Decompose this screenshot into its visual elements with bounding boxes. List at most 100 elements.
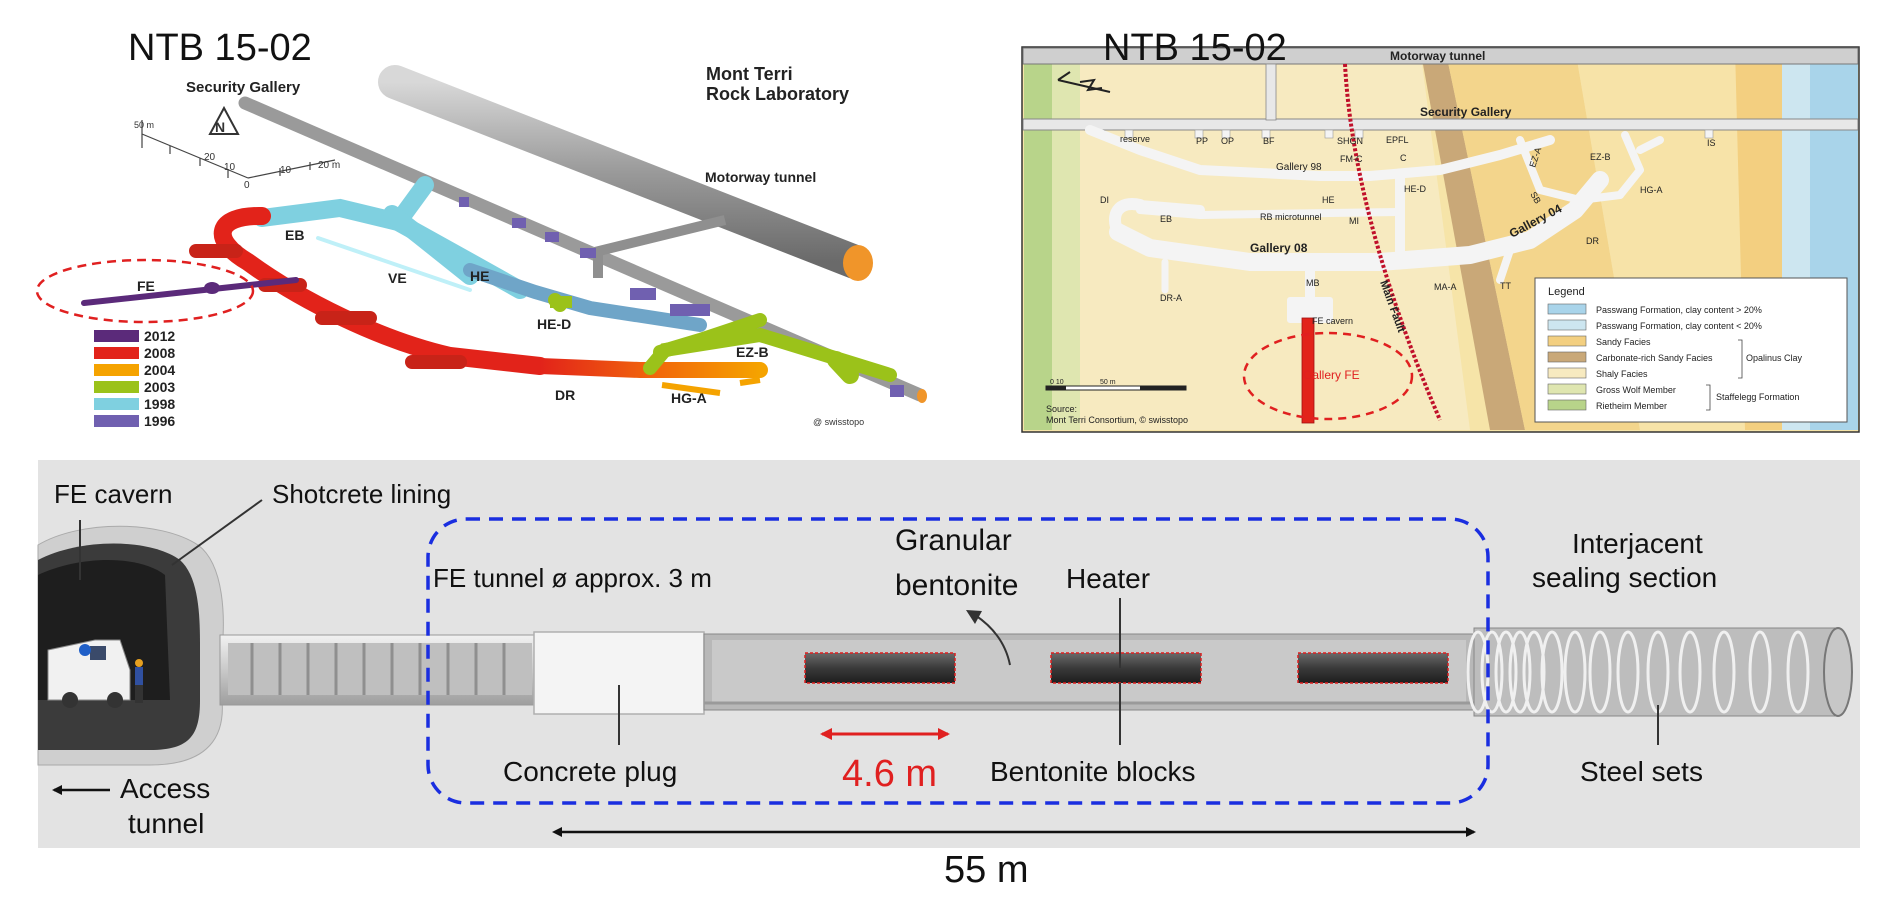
label-access-line2: tunnel: [128, 808, 204, 839]
credit-swisstopo-3d: @ swisstopo: [813, 417, 864, 427]
legend-swatch-1998: [94, 398, 139, 410]
tunnel-label-dr: DR: [555, 387, 575, 403]
tunnel-label-hg-a: HG-A: [671, 390, 707, 406]
label-granular-line2: bentonite: [895, 569, 1018, 602]
band-rietheim: [1024, 48, 1052, 430]
band-gross-wolf: [1052, 48, 1080, 430]
niches-1996: [459, 197, 904, 397]
tunnel-label-ez-b: EZ-B: [736, 344, 769, 360]
svg-text:N: N: [215, 119, 225, 135]
map-legend-group-opalinus: Opalinus Clay: [1746, 353, 1803, 363]
map-security-label: Security Gallery: [1420, 105, 1512, 119]
heater-spacing-label: 4.6 m: [842, 753, 937, 795]
map-legend-item-2: Passwang Formation, clay content < 20%: [1596, 321, 1762, 331]
heater-3: [1297, 652, 1449, 684]
map-legend: Legend Passwang Formation, clay content …: [1534, 277, 1848, 423]
lab-title-line1: Mont Terri: [706, 64, 793, 84]
niche-mb: MB: [1306, 278, 1320, 288]
niche-fm-c: FM-C: [1340, 154, 1363, 164]
test-section-box: [426, 517, 1490, 805]
map-main-fault: [1343, 63, 1442, 421]
map-fe-cavern: FE cavern: [1312, 316, 1353, 326]
gallery-fe-2012: [81, 277, 299, 306]
van-icon: [47, 639, 131, 708]
scale-3d-c3: 20 m: [318, 160, 340, 171]
map-scale-bar: [1045, 385, 1187, 391]
map-legend-group-staffelegg: Staffelegg Formation: [1716, 392, 1799, 402]
niche-pp: PP: [1196, 136, 1208, 146]
scale-3d-b3: 0: [244, 180, 250, 191]
map-legend-title: Legend: [1548, 286, 1585, 298]
niche-epfl: EPFL: [1386, 135, 1409, 145]
legend-year-1998: 1998: [144, 396, 175, 412]
map-gallery-08: Gallery 08: [1250, 241, 1308, 255]
panel-geological-map: Motorway tunnel Security Gallery: [1021, 27, 1860, 433]
niche-dr: DR: [1586, 236, 1599, 246]
niche-c: C: [1400, 153, 1407, 163]
scale-3d-c2: 10: [280, 165, 292, 176]
niche-eb: EB: [1160, 214, 1172, 224]
map-niches: [1124, 129, 1714, 139]
lab-title-line2: Rock Laboratory: [706, 84, 849, 104]
map-gallery-fe-label: Gallery FE: [1303, 368, 1360, 382]
label-bentonite-blocks: Bentonite blocks: [990, 756, 1195, 787]
niche-shgn: SHGN: [1337, 136, 1363, 146]
map-legend-item-1: Passwang Formation, clay content > 20%: [1596, 305, 1762, 315]
motorway-tunnel-label: Motorway tunnel: [705, 169, 816, 185]
scale-3d-a: 50 m: [134, 120, 154, 130]
map-legend-item-4: Carbonate-rich Sandy Facies: [1596, 353, 1713, 363]
map-scale-right: 50 m: [1100, 379, 1116, 386]
label-heater: Heater: [1066, 563, 1150, 594]
niche-tt: TT: [1500, 281, 1511, 291]
tunnel-label-eb: EB: [285, 227, 304, 243]
panel-fe-section: 4.6 m FE cavern Shotcrete lining FE tunn…: [37, 460, 1860, 891]
legend-swatch-2008: [94, 347, 139, 359]
niche-is: IS: [1707, 138, 1716, 148]
map-motorway-label: Motorway tunnel: [1390, 49, 1485, 63]
interjacent-sealing-section: [1473, 627, 1853, 717]
label-concrete-plug: Concrete plug: [503, 756, 677, 787]
map-source-line2: Mont Terri Consortium, © swisstopo: [1046, 415, 1188, 425]
he-d-niche: [550, 296, 572, 308]
label-shotcrete-lining: Shotcrete lining: [272, 479, 451, 509]
legend-swatch-2012: [94, 330, 139, 342]
year-legend: 2012 2008 2004 2003 1998 1996: [94, 328, 175, 429]
scale-3d-b1: 20: [204, 152, 216, 163]
galleries-2008: [189, 206, 768, 378]
heater-1: [804, 652, 956, 684]
scale-bar-3d: [141, 120, 336, 179]
label-access-line1: Access: [120, 773, 210, 804]
map-legend-item-6: Gross Wolf Member: [1596, 385, 1676, 395]
length-dimension-label: 55 m: [944, 849, 1028, 891]
connecting-tunnel: [219, 634, 541, 706]
fe-cavern-dome: [37, 525, 224, 766]
niche-dr-a: DR-A: [1160, 293, 1182, 303]
legend-swatch-2003: [94, 381, 139, 393]
granular-arrowhead: [966, 610, 982, 624]
motorway-tunnel-3d: [378, 65, 873, 281]
map-gallery-98: Gallery 98: [1276, 162, 1322, 173]
niche-hg-a: HG-A: [1640, 185, 1663, 195]
label-steel-sets: Steel sets: [1580, 756, 1703, 787]
legend-swatch-2004: [94, 364, 139, 376]
map-legend-item-7: Rietheim Member: [1596, 401, 1667, 411]
map-legend-item-5: Shaly Facies: [1596, 369, 1648, 379]
scale-3d-b2: 10: [224, 162, 236, 173]
label-interjacent-line2: sealing section: [1532, 562, 1717, 593]
fe-highlight-ellipse: [35, 258, 255, 324]
label-fe-tunnel: FE tunnel ø approx. 3 m: [433, 563, 712, 593]
tunnel-label-he: HE: [470, 268, 489, 284]
steel-sets: [1466, 630, 1810, 714]
niche-mi: MI: [1349, 216, 1359, 226]
map-legend-item-3: Sandy Facies: [1596, 337, 1651, 347]
legend-year-2012: 2012: [144, 328, 175, 344]
label-fe-cavern: FE cavern: [54, 479, 173, 509]
galleries-2004: [661, 377, 761, 396]
map-gallery-fe: [1301, 317, 1315, 424]
niche-ma-a: MA-A: [1434, 282, 1457, 292]
legend-year-1996: 1996: [144, 413, 175, 429]
map-motorway-tunnel: [1022, 47, 1859, 65]
person-icon: [135, 659, 143, 703]
niche-he-d: HE-D: [1404, 184, 1426, 194]
